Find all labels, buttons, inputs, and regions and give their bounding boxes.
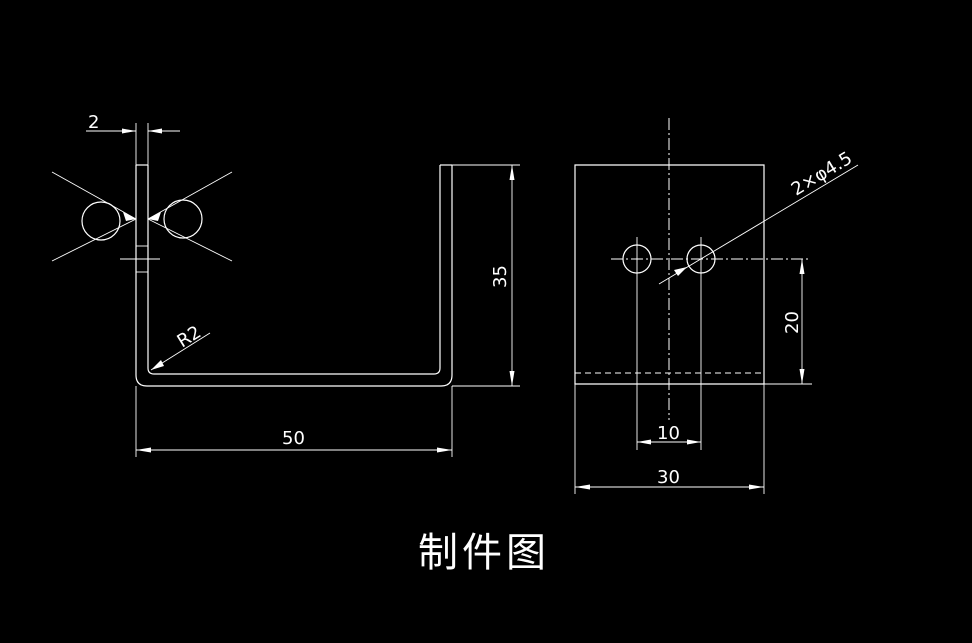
spacing-10-label: 10 — [657, 423, 680, 444]
width-50-dimension: 50 — [135, 386, 453, 457]
hole-callout-label: 2×φ4.5 — [788, 148, 856, 201]
thickness-dim-label: 2 — [88, 112, 99, 133]
height-20-label: 20 — [782, 311, 803, 334]
front-view: 2×φ4.5 20 10 30 — [574, 118, 859, 494]
spacing-10-dimension: 10 — [637, 423, 701, 445]
height-20-dimension: 20 — [764, 259, 812, 385]
right-roller — [163, 199, 203, 239]
bend-radius-label: R2 — [174, 322, 205, 353]
height-35-dimension: 35 — [452, 164, 520, 387]
bending-rollers — [51, 171, 233, 273]
drawing-title: 制件图 — [418, 530, 550, 576]
part-inner-profile — [147, 165, 441, 375]
width-30-label: 30 — [657, 467, 680, 488]
height-35-label: 35 — [490, 265, 511, 288]
width-50-label: 50 — [282, 428, 305, 449]
bend-radius-dimension: R2 — [150, 322, 211, 371]
thickness-dimension: 2 — [86, 112, 180, 165]
hole-callout: 2×φ4.5 — [658, 148, 859, 285]
width-30-dimension: 30 — [574, 384, 765, 494]
left-roller — [81, 201, 121, 241]
part-outer-profile — [135, 165, 453, 387]
side-view: 2 R2 50 — [51, 112, 520, 457]
